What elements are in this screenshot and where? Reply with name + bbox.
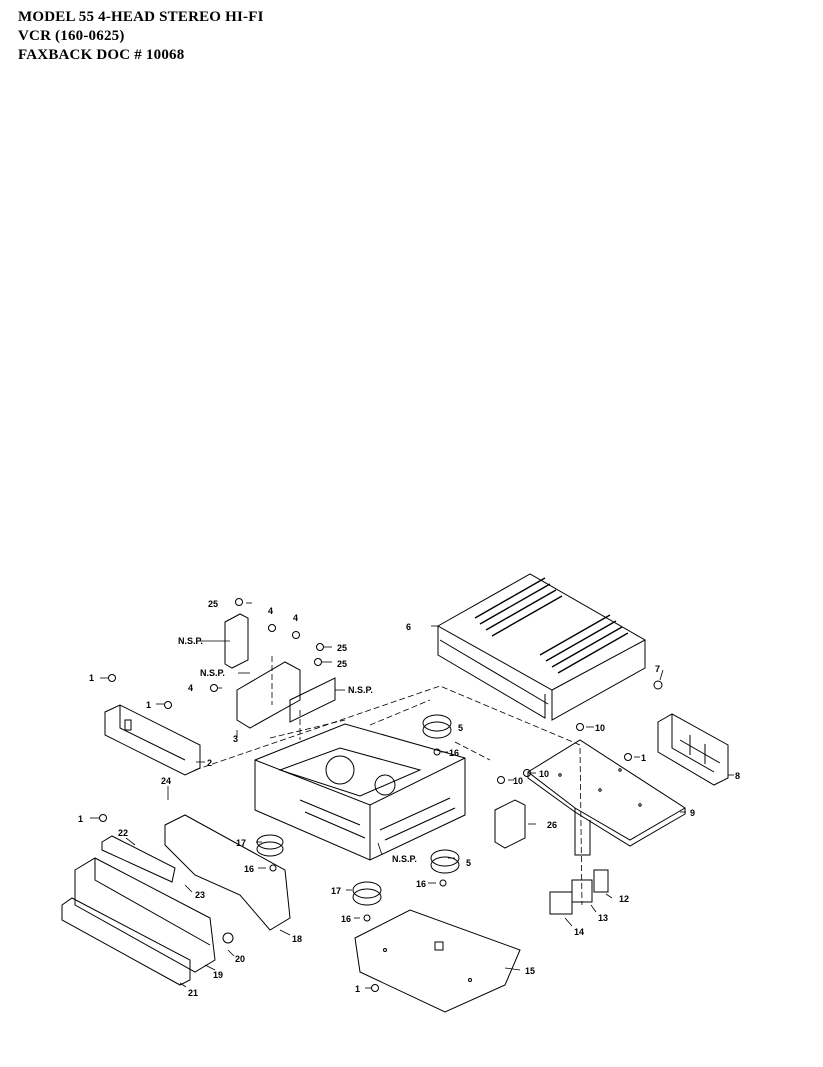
label-5b: 5 xyxy=(466,858,471,868)
label-15: 15 xyxy=(525,966,535,976)
label-17b: 17 xyxy=(331,886,341,896)
label-22: 22 xyxy=(118,828,128,838)
label-1c: 1 xyxy=(78,814,83,824)
main-chassis xyxy=(254,723,466,861)
part-26 xyxy=(494,799,526,849)
label-1e: 1 xyxy=(641,753,646,763)
label-21: 21 xyxy=(188,988,198,998)
label-1b: 1 xyxy=(146,700,151,710)
model-number: VCR (160-0625) xyxy=(18,28,125,44)
label-6: 6 xyxy=(406,622,411,632)
label-17a: 17 xyxy=(236,838,246,848)
label-2: 2 xyxy=(207,758,212,768)
shield-parts-18-24 xyxy=(164,814,291,931)
label-16b: 16 xyxy=(244,864,254,874)
label-20: 20 xyxy=(235,954,245,964)
label-24: 24 xyxy=(161,776,171,786)
top-cover-part-6 xyxy=(436,573,647,721)
document-header: MODEL 55 4-HEAD STEREO HI-FI VCR (160-06… xyxy=(18,8,264,65)
label-9: 9 xyxy=(690,808,695,818)
label-nsp-4: N.S.P. xyxy=(392,854,417,864)
faxback-doc-number: FAXBACK DOC # 10068 xyxy=(18,47,185,63)
label-14: 14 xyxy=(574,927,584,937)
label-nsp-3: N.S.P. xyxy=(348,685,373,695)
label-7: 7 xyxy=(655,664,660,674)
alignment-lines xyxy=(194,656,583,906)
label-18: 18 xyxy=(292,934,302,944)
label-10c: 10 xyxy=(539,769,549,779)
label-8: 8 xyxy=(735,771,740,781)
label-10a: 10 xyxy=(595,723,605,733)
bracket-part-3 xyxy=(224,613,336,729)
label-16a: 16 xyxy=(449,748,459,758)
label-19: 19 xyxy=(213,970,223,980)
label-26: 26 xyxy=(547,820,557,830)
bracket-part-2 xyxy=(104,704,201,776)
label-4b: 4 xyxy=(268,606,273,616)
screws xyxy=(99,598,663,992)
label-23: 23 xyxy=(195,890,205,900)
label-nsp-1: N.S.P. xyxy=(178,636,203,646)
reel-parts-5-17 xyxy=(256,714,460,906)
label-5a: 5 xyxy=(458,723,463,733)
label-16c: 16 xyxy=(416,879,426,889)
label-nsp-2: N.S.P. xyxy=(200,668,225,678)
rear-panel-part-8 xyxy=(657,713,729,786)
bottom-plate-part-15 xyxy=(354,909,521,1013)
front-panel-parts-19-21-22 xyxy=(61,835,216,986)
label-25b: 25 xyxy=(337,643,347,653)
label-1a: 1 xyxy=(89,673,94,683)
label-25c: 25 xyxy=(337,659,347,669)
label-13: 13 xyxy=(598,913,608,923)
label-1d: 1 xyxy=(355,984,360,994)
label-4c: 4 xyxy=(293,613,298,623)
leader-lines xyxy=(90,602,734,989)
label-3: 3 xyxy=(233,734,238,744)
label-10b: 10 xyxy=(513,776,523,786)
label-16d: 16 xyxy=(341,914,351,924)
label-25a: 25 xyxy=(208,599,218,609)
main-pcb-part-9 xyxy=(527,739,686,856)
model-title: MODEL 55 4-HEAD STEREO HI-FI xyxy=(18,9,264,25)
connector-parts-12-13-14 xyxy=(549,869,609,915)
label-4a: 4 xyxy=(188,683,193,693)
label-12: 12 xyxy=(619,894,629,904)
